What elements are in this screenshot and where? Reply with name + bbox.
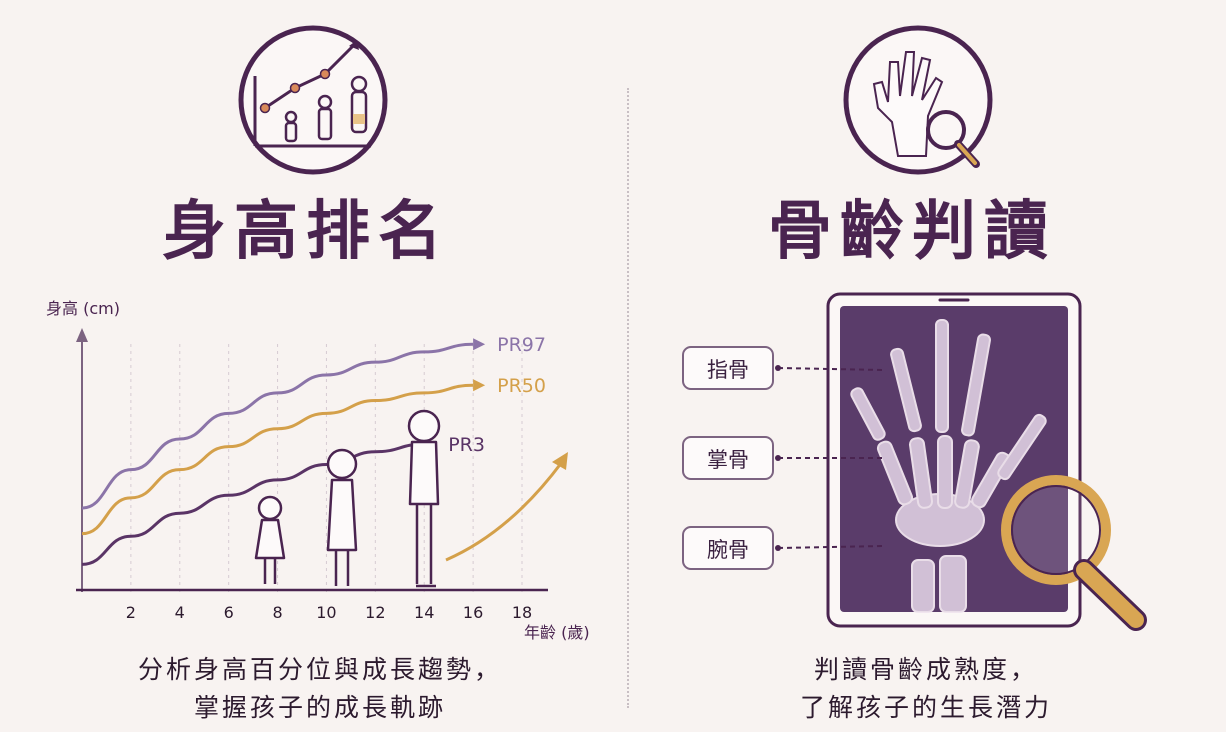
hand-bones-illustration bbox=[850, 319, 1047, 613]
x-tick-label: 12 bbox=[365, 603, 385, 622]
curve-pr97 bbox=[81, 342, 474, 510]
x-tick-label: 18 bbox=[512, 603, 532, 622]
xray-tablet bbox=[826, 292, 1147, 631]
bone-label-metacarpals: 掌骨 bbox=[682, 436, 774, 480]
left-description-1: 分析身高百分位與成長趨勢， bbox=[137, 655, 502, 684]
x-tick-label: 10 bbox=[316, 603, 336, 622]
magnifier-handle bbox=[1076, 562, 1144, 628]
y-axis-label: 身高 (cm) bbox=[46, 299, 120, 318]
bone-label-phalanges: 指骨 bbox=[682, 346, 774, 390]
x-tick-label: 8 bbox=[272, 603, 282, 622]
bone-label-connectors bbox=[775, 365, 885, 551]
child-silhouettes bbox=[254, 409, 441, 588]
series-label-pr3: PR3 bbox=[448, 434, 485, 456]
right-description-1: 判讀骨齡成熟度， bbox=[813, 655, 1038, 684]
x-tick-label: 6 bbox=[224, 603, 234, 622]
curve-pr3 bbox=[81, 442, 425, 566]
series-label-pr97: PR97 bbox=[497, 334, 546, 356]
hand-xray-magnifier-icon bbox=[843, 25, 993, 175]
magnifier-lens bbox=[1001, 475, 1111, 585]
panel-divider bbox=[627, 88, 629, 708]
x-axis-label: 年齡 (歲) bbox=[524, 623, 590, 642]
trend-arrow bbox=[445, 461, 564, 562]
toddler-figure bbox=[254, 495, 286, 584]
x-tick-label: 2 bbox=[126, 603, 136, 622]
left-description-2: 掌握孩子的成長軌跡 bbox=[193, 693, 446, 722]
bone-label-carpals: 腕骨 bbox=[682, 526, 774, 570]
x-tick-labels: 2 4 6 8 10 12 14 16 18 bbox=[126, 603, 532, 622]
x-tick-label: 16 bbox=[463, 603, 483, 622]
curve-arrowhead-pr50 bbox=[473, 379, 486, 392]
child-figure bbox=[326, 448, 358, 586]
x-tick-label: 4 bbox=[175, 603, 185, 622]
series-label-pr50: PR50 bbox=[497, 375, 546, 397]
right-title: 骨齡判讀 bbox=[768, 195, 1056, 269]
left-title: 身高排名 bbox=[162, 195, 450, 269]
x-tick-label: 14 bbox=[414, 603, 434, 622]
trend-arrow-head bbox=[552, 452, 568, 470]
right-description-2: 了解孩子的生長潛力 bbox=[799, 693, 1052, 722]
teen-figure bbox=[407, 409, 441, 588]
curve-pr50 bbox=[81, 383, 474, 536]
growth-chart-icon bbox=[238, 25, 388, 175]
y-axis-arrow bbox=[76, 328, 88, 342]
curve-arrowhead-pr97 bbox=[473, 338, 486, 351]
